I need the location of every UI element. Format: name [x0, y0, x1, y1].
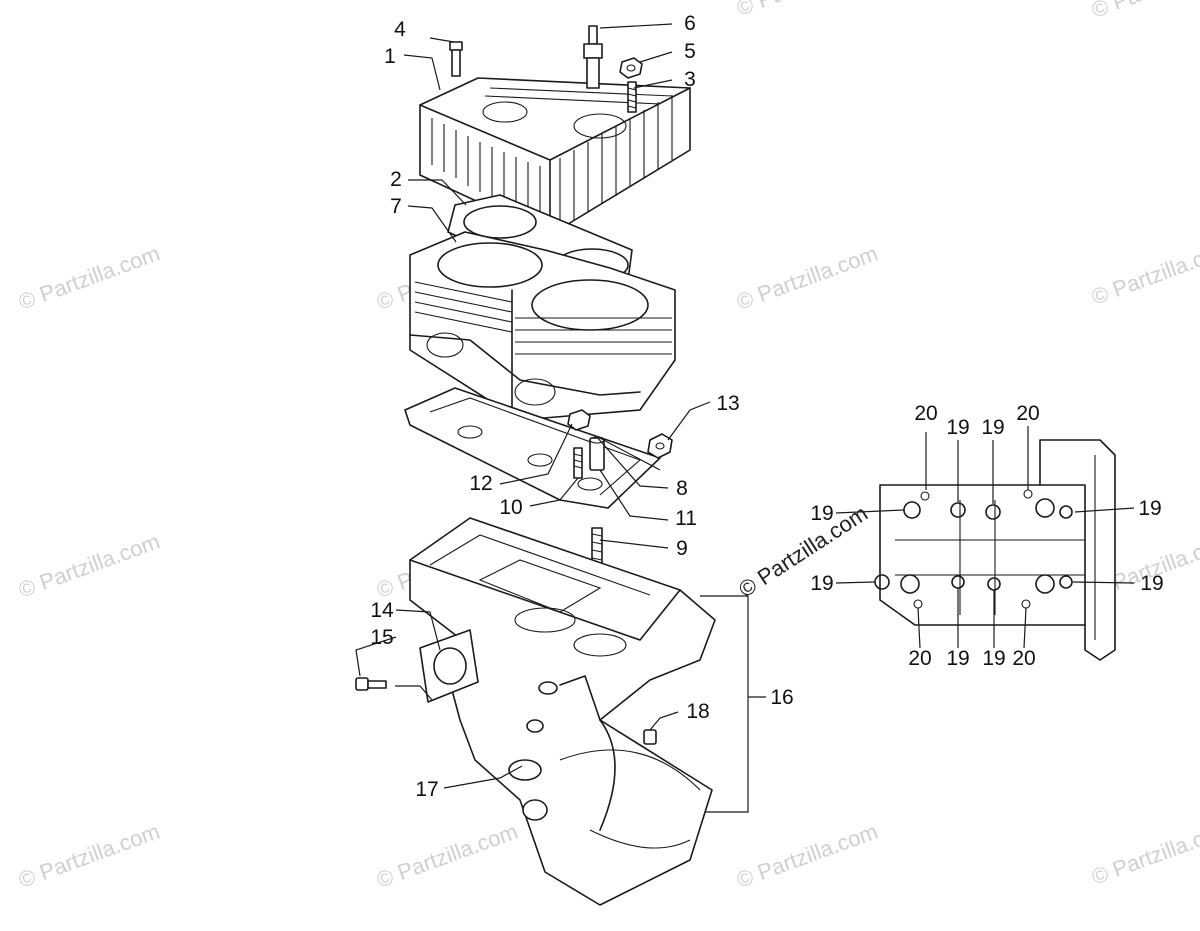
- leader-lines: [355, 23, 1135, 813]
- callout-17: 17: [415, 778, 438, 801]
- detail-callout-19: 19: [982, 647, 1005, 670]
- head-stud: [627, 81, 637, 113]
- callout-18: 18: [686, 700, 709, 723]
- cylinder-stud: [573, 447, 583, 479]
- intake-flange: [419, 629, 479, 703]
- watermark: © Partzilla.com: [15, 819, 163, 893]
- detail-callout-19: 19: [1138, 497, 1161, 520]
- cylinder-nut: [567, 409, 591, 431]
- head-bolt: [449, 41, 463, 77]
- callout-5: 5: [684, 40, 696, 63]
- detail-callout-19: 19: [946, 416, 969, 439]
- callout-15: 15: [370, 626, 393, 649]
- detail-callout-19: 19: [1140, 572, 1163, 595]
- detail-callout-20: 20: [1016, 402, 1039, 425]
- detail-callout-19: 19: [810, 572, 833, 595]
- detail-callout-19: 19: [810, 502, 833, 525]
- callout-6: 6: [684, 12, 696, 35]
- watermark: © Partzilla.com: [733, 819, 881, 893]
- cylinder-block: [409, 231, 676, 421]
- watermark: © Partzilla.com: [733, 241, 881, 315]
- watermark: © Partzilla.com: [733, 0, 881, 21]
- callout-7: 7: [390, 195, 402, 218]
- callout-8: 8: [676, 477, 688, 500]
- detail-callout-20: 20: [1012, 647, 1035, 670]
- callout-4: 4: [394, 18, 406, 41]
- crankcase-plug: [643, 729, 657, 745]
- callout-12: 12: [469, 472, 492, 495]
- watermark-center: © Partzilla.com: [734, 500, 872, 602]
- detail-callout-20: 20: [914, 402, 937, 425]
- callout-2: 2: [390, 168, 402, 191]
- callout-labels: 4 1 6 5 3 2 7 13 12 10 8 11 9 14 15 16 1…: [370, 12, 1163, 801]
- head-nut: [619, 57, 643, 79]
- crankcase-detail-view: [874, 439, 1116, 661]
- cylinder-head: [419, 77, 691, 236]
- base-gasket: [404, 387, 661, 509]
- watermark: © Partzilla.com: [13, 0, 161, 5]
- exhaust-nut: [647, 433, 673, 459]
- callout-3: 3: [684, 68, 696, 91]
- callout-10: 10: [499, 496, 522, 519]
- callout-1: 1: [384, 45, 396, 68]
- watermark: © Partzilla.com: [1088, 0, 1200, 23]
- flange-bolt: [355, 677, 387, 691]
- callout-9: 9: [676, 537, 688, 560]
- detail-callout-19: 19: [946, 647, 969, 670]
- callout-16: 16: [770, 686, 793, 709]
- watermark: © Partzilla.com: [373, 819, 521, 893]
- watermark: © Partzilla.com: [15, 241, 163, 315]
- callout-13: 13: [716, 392, 739, 415]
- watermark: © Partzilla.com: [1088, 236, 1200, 310]
- spark-plug: [583, 25, 603, 89]
- detail-callout-19: 19: [981, 416, 1004, 439]
- watermark: © Partzilla.com: [15, 529, 163, 603]
- callout-14: 14: [370, 599, 394, 622]
- callout-11: 11: [675, 507, 697, 530]
- watermark: © Partzilla.com: [1088, 816, 1200, 890]
- detail-callout-20: 20: [908, 647, 931, 670]
- oil-seal: [526, 719, 544, 733]
